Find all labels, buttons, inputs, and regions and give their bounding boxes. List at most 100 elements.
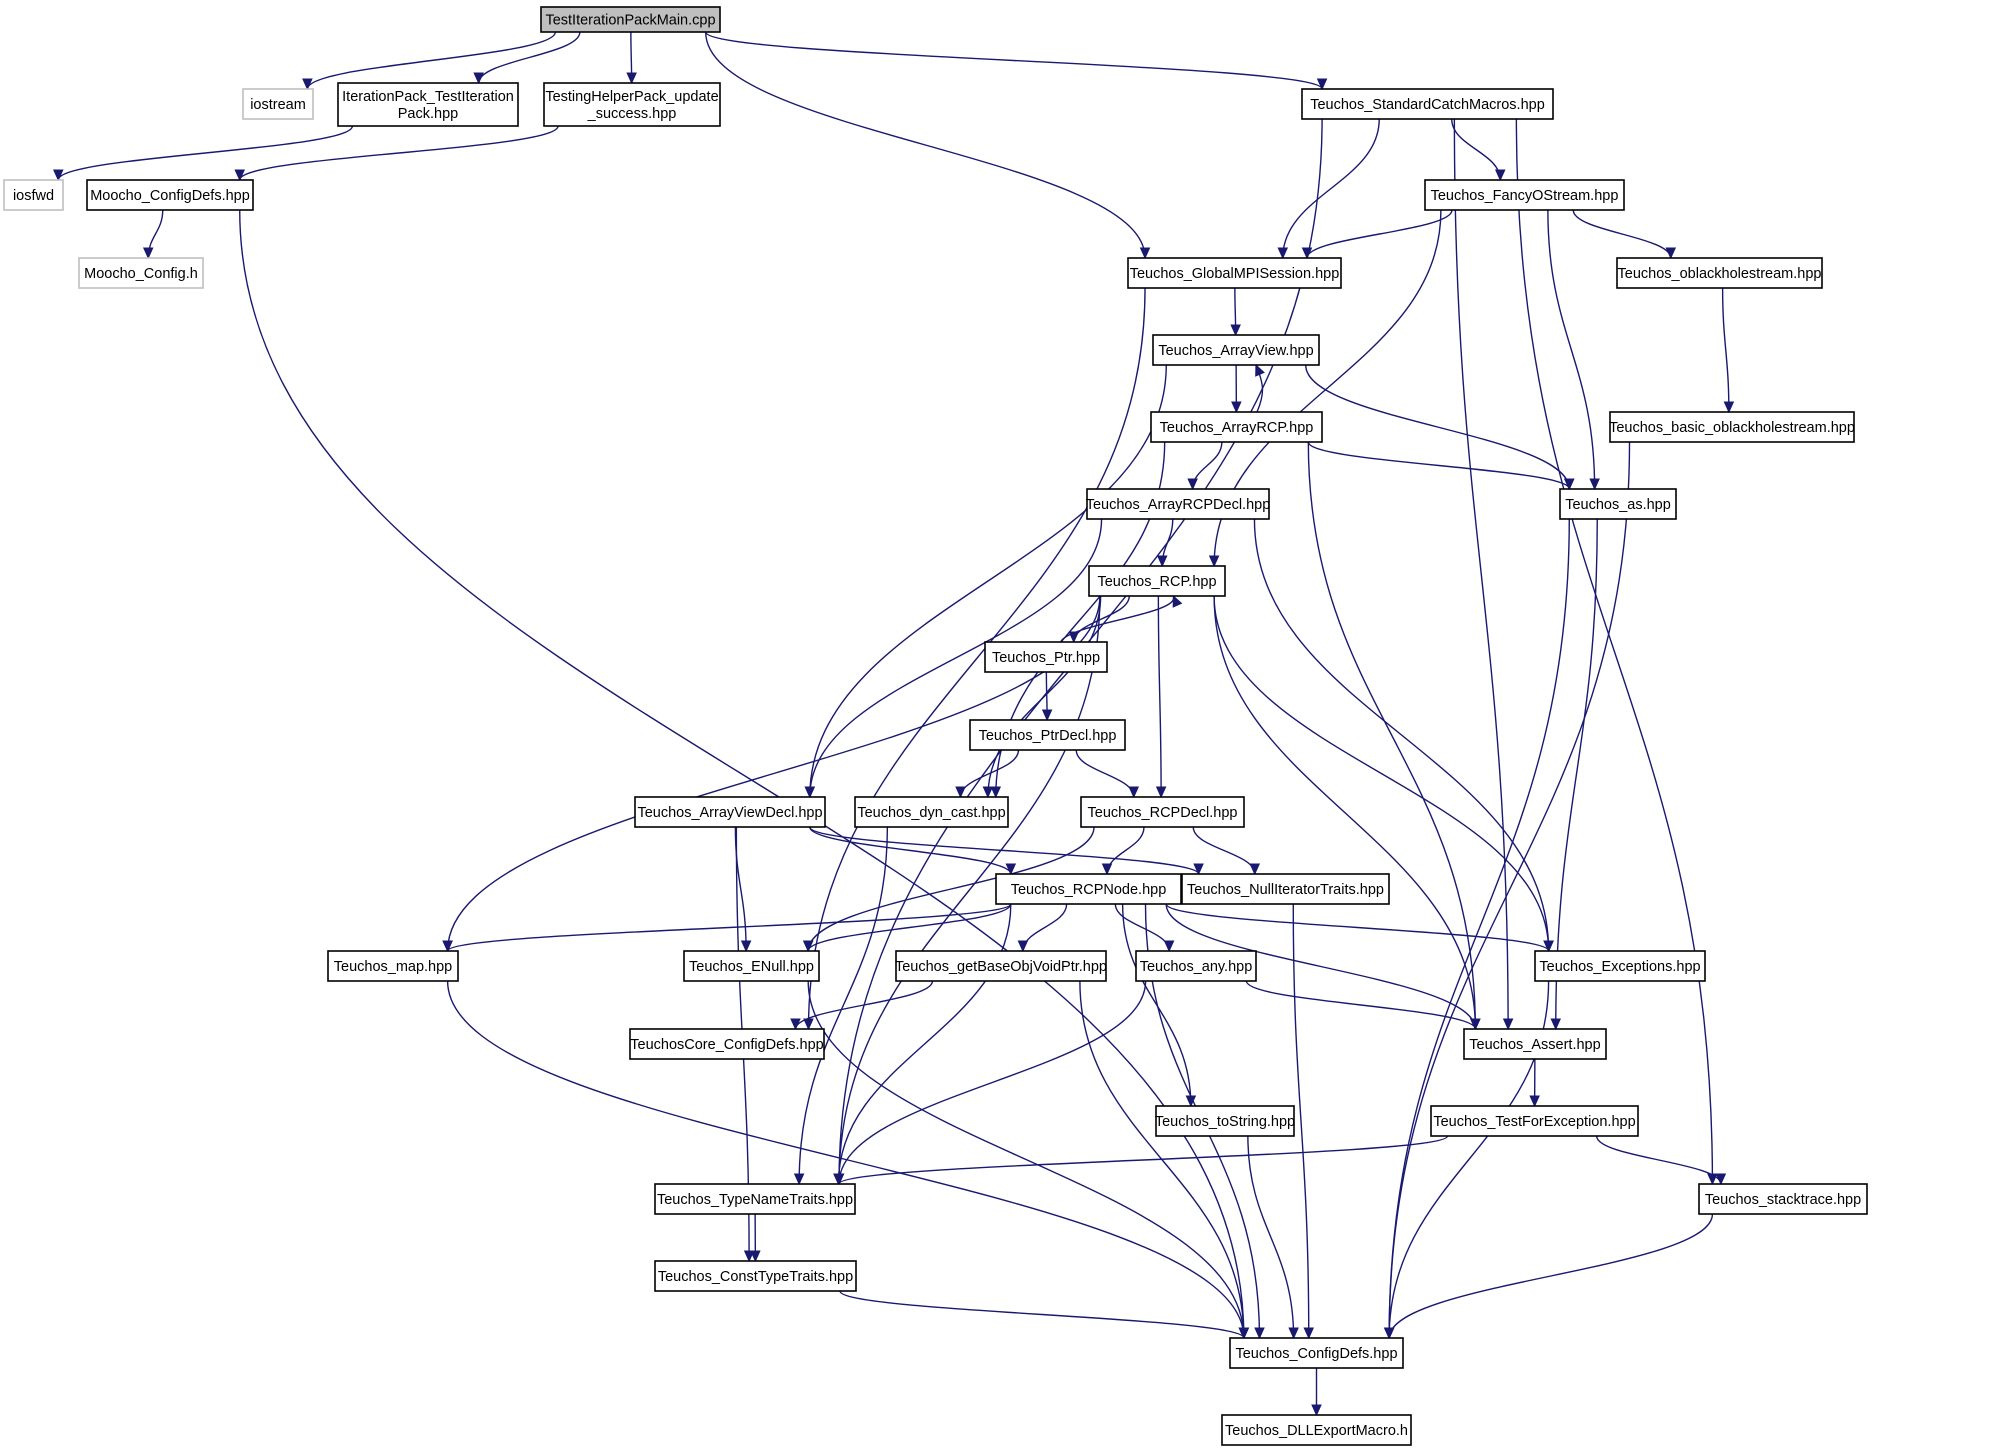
node-label-exceptions: Teuchos_Exceptions.hpp bbox=[1539, 959, 1700, 975]
node-box-moochocfg bbox=[78, 257, 204, 289]
edge-moochocfgdefs-to-cfgdefs bbox=[239, 209, 1245, 1339]
arrowhead-rcp-to-dyncast bbox=[982, 786, 994, 799]
edge-arrayrcpdecl-to-arrayviewdecl bbox=[809, 518, 1103, 798]
node-box-stdcatch bbox=[1301, 88, 1554, 120]
node-moochocfg[interactable]: Moocho_Config.h bbox=[78, 257, 204, 289]
arrowhead-rcpnode-to-exceptions bbox=[1543, 940, 1554, 953]
edge-oblack-to-basicoblack bbox=[1721, 287, 1730, 413]
edge-map-to-cfgdefs bbox=[446, 980, 1245, 1339]
arrowhead-globalmpi-to-corecfg bbox=[803, 1018, 814, 1031]
node-label-testforexc: Teuchos_TestForException.hpp bbox=[1433, 1114, 1635, 1130]
edge-rcpnode-to-getbase bbox=[1022, 903, 1068, 952]
node-rcp[interactable]: Teuchos_RCP.hpp bbox=[1088, 565, 1226, 597]
edge-arrayrcp-to-as bbox=[1307, 441, 1570, 490]
node-iostream[interactable]: iostream bbox=[242, 88, 314, 120]
node-typename[interactable]: Teuchos_TypeNameTraits.hpp bbox=[654, 1183, 856, 1215]
node-rcpdecl[interactable]: Teuchos_RCPDecl.hpp bbox=[1080, 796, 1245, 828]
node-dllexport[interactable]: Teuchos_DLLExportMacro.h bbox=[1221, 1414, 1412, 1446]
arrowhead-arrayviewdecl-to-rcpnode bbox=[1005, 863, 1017, 876]
node-label-iostream: iostream bbox=[250, 97, 306, 113]
node-any[interactable]: Teuchos_any.hpp bbox=[1135, 950, 1257, 982]
edge-rcpnode-to-exceptions bbox=[1165, 903, 1550, 952]
node-box-tostring bbox=[1155, 1105, 1295, 1137]
arrowhead-as-to-assert bbox=[1550, 1018, 1562, 1031]
node-map[interactable]: Teuchos_map.hpp bbox=[327, 950, 459, 982]
node-label-oblack: Teuchos_oblackholestream.hpp bbox=[1618, 266, 1822, 282]
arrowhead-fancy-to-globalmpi bbox=[1301, 247, 1313, 260]
node-tostring[interactable]: Teuchos_toString.hpp bbox=[1155, 1105, 1295, 1137]
edge-testforexc-to-typename bbox=[838, 1135, 1449, 1185]
node-rcpnode[interactable]: Teuchos_RCPNode.hpp bbox=[995, 873, 1182, 905]
node-moochocfgdefs[interactable]: Moocho_ConfigDefs.hpp bbox=[86, 179, 254, 211]
node-label-stacktrace: Teuchos_stacktrace.hpp bbox=[1705, 1192, 1861, 1208]
arrowhead-any-to-assert bbox=[1470, 1018, 1481, 1031]
node-arrayrcpdecl[interactable]: Teuchos_ArrayRCPDecl.hpp bbox=[1086, 488, 1271, 520]
node-label-assert: Teuchos_Assert.hpp bbox=[1469, 1037, 1600, 1053]
arrowhead-oblack-to-basicoblack bbox=[1723, 401, 1735, 414]
node-box-corecfg bbox=[629, 1028, 825, 1060]
edge-main-to-itpack bbox=[477, 31, 581, 84]
node-label-rcpdecl: Teuchos_RCPDecl.hpp bbox=[1088, 805, 1238, 821]
node-testforexc[interactable]: Teuchos_TestForException.hpp bbox=[1430, 1105, 1639, 1137]
arrowhead-arrayview-to-arrayrcp bbox=[1231, 401, 1242, 414]
node-label-arrayrcpdecl: Teuchos_ArrayRCPDecl.hpp bbox=[1086, 497, 1271, 513]
edge-rcp-to-dyncast bbox=[987, 595, 1102, 798]
edge-fancy-to-oblack bbox=[1572, 209, 1672, 259]
node-label-enull: Teuchos_ENull.hpp bbox=[689, 959, 814, 975]
node-box-enull bbox=[683, 950, 820, 982]
arrowhead-stdcatch-to-fancy bbox=[1494, 169, 1506, 182]
node-arrayview[interactable]: Teuchos_ArrayView.hpp bbox=[1152, 334, 1320, 366]
node-stdcatch[interactable]: Teuchos_StandardCatchMacros.hpp bbox=[1301, 88, 1554, 120]
edge-rcp-to-typename bbox=[838, 595, 1101, 1185]
node-label-dyncast: Teuchos_dyn_cast.hpp bbox=[857, 805, 1005, 821]
node-as[interactable]: Teuchos_as.hpp bbox=[1559, 488, 1677, 520]
node-ptr[interactable]: Teuchos_Ptr.hpp bbox=[984, 641, 1108, 673]
edge-thpack-to-moochocfgdefs bbox=[239, 125, 559, 181]
node-enull[interactable]: Teuchos_ENull.hpp bbox=[683, 950, 820, 982]
node-box-iosfwd bbox=[3, 179, 64, 211]
node-box-exceptions bbox=[1534, 950, 1706, 982]
edge-arrayviewdecl-to-nulliter bbox=[809, 826, 1200, 875]
node-arrayviewdecl[interactable]: Teuchos_ArrayViewDecl.hpp bbox=[634, 796, 826, 828]
node-stacktrace[interactable]: Teuchos_stacktrace.hpp bbox=[1698, 1183, 1868, 1215]
node-globalmpi[interactable]: Teuchos_GlobalMPISession.hpp bbox=[1127, 257, 1342, 289]
arrowhead-testforexc-to-typename bbox=[833, 1173, 845, 1186]
node-main[interactable]: TestIterationPackMain.cpp bbox=[540, 6, 721, 33]
node-nulliter[interactable]: Teuchos_NullIteratorTraits.hpp bbox=[1181, 873, 1390, 905]
arrowhead-rcpdecl-to-rcpnode bbox=[1101, 863, 1113, 876]
arrowhead-arrayviewdecl-to-consttype bbox=[743, 1250, 755, 1263]
arrowhead-assert-to-testforexc bbox=[1529, 1095, 1540, 1108]
node-cfgdefs[interactable]: Teuchos_ConfigDefs.hpp bbox=[1229, 1337, 1404, 1369]
node-fancy[interactable]: Teuchos_FancyOStream.hpp bbox=[1424, 179, 1625, 211]
edge-basicoblack-to-cfgdefs bbox=[1388, 441, 1631, 1339]
arrowhead-cfgdefs-to-dllexport bbox=[1311, 1404, 1322, 1417]
node-label-iosfwd: iosfwd bbox=[13, 188, 54, 204]
node-arrayrcp[interactable]: Teuchos_ArrayRCP.hpp bbox=[1150, 411, 1323, 443]
edge-testforexc-to-stacktrace bbox=[1595, 1135, 1722, 1185]
edge-rcpnode-to-enull bbox=[807, 903, 1012, 952]
node-exceptions[interactable]: Teuchos_Exceptions.hpp bbox=[1534, 950, 1706, 982]
node-getbase[interactable]: Teuchos_getBaseObjVoidPtr.hpp bbox=[895, 950, 1107, 982]
edge-dyncast-to-typename bbox=[798, 826, 889, 1185]
node-label-globalmpi: Teuchos_GlobalMPISession.hpp bbox=[1130, 266, 1340, 282]
node-iosfwd[interactable]: iosfwd bbox=[3, 179, 64, 211]
arrowhead-rcpdecl-to-nulliter bbox=[1249, 863, 1261, 876]
node-oblack[interactable]: Teuchos_oblackholestream.hpp bbox=[1616, 257, 1823, 289]
edge-fancy-to-as bbox=[1547, 209, 1596, 490]
node-box-dllexport bbox=[1221, 1414, 1412, 1446]
node-itpack[interactable]: IterationPack_TestIterationPack.hpp bbox=[337, 82, 519, 127]
node-dyncast[interactable]: Teuchos_dyn_cast.hpp bbox=[854, 796, 1009, 828]
node-ptrdecl[interactable]: Teuchos_PtrDecl.hpp bbox=[969, 719, 1126, 751]
node-consttype[interactable]: Teuchos_ConstTypeTraits.hpp bbox=[654, 1260, 857, 1292]
node-assert[interactable]: Teuchos_Assert.hpp bbox=[1463, 1028, 1607, 1060]
node-basicoblack[interactable]: Teuchos_basic_oblackholestream.hpp bbox=[1609, 411, 1855, 443]
node-thpack[interactable]: TestingHelperPack_update_success.hpp bbox=[543, 82, 721, 127]
node-corecfg[interactable]: TeuchosCore_ConfigDefs.hpp bbox=[629, 1028, 825, 1060]
node-label-consttype: Teuchos_ConstTypeTraits.hpp bbox=[658, 1269, 853, 1285]
nodes-layer: TestIterationPackMain.cpp iostream Iterati… bbox=[3, 6, 1868, 1446]
node-box-main bbox=[540, 6, 721, 33]
node-box-arrayviewdecl bbox=[634, 796, 826, 828]
arrowhead-stdcatch-to-assert bbox=[1502, 1018, 1514, 1031]
node-label-arrayrcp: Teuchos_ArrayRCP.hpp bbox=[1160, 420, 1314, 436]
